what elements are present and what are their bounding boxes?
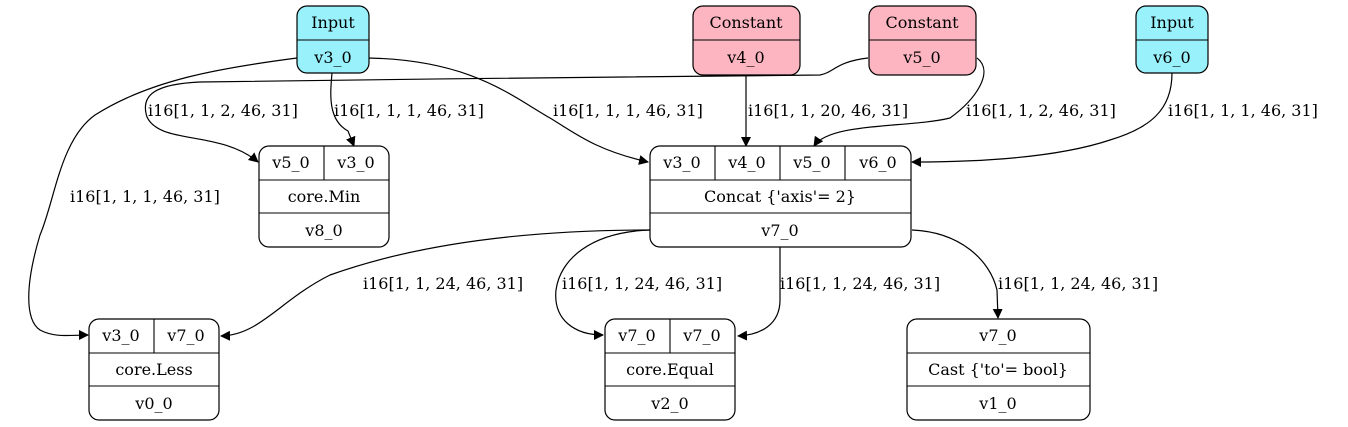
edge-v7-to-equal-b xyxy=(737,247,781,341)
edge-v5-to-concat xyxy=(813,57,985,147)
edge-v7-to-cast xyxy=(911,229,1003,319)
edge-v3-to-concat xyxy=(367,57,649,165)
edge-label-v3-to-min: i16[1, 1, 1, 46, 31] xyxy=(334,101,484,120)
node-kind: Constant xyxy=(709,13,783,32)
edge-label-v3-to-less: i16[1, 1, 1, 46, 31] xyxy=(70,187,220,206)
node-concat[interactable]: v3_0 v4_0 v5_0 v6_0 Concat {'axis'= 2} v… xyxy=(649,145,912,248)
edge-label-v7-to-equal-a: i16[1, 1, 24, 46, 31] xyxy=(562,274,722,293)
node-input-v6[interactable]: Input v6_0 xyxy=(1135,5,1209,74)
node-kind: Input xyxy=(311,13,355,32)
op-label: Cast {'to'= bool} xyxy=(928,360,1068,379)
op-label: core.Min xyxy=(288,187,361,206)
output-label: v8_0 xyxy=(304,221,342,240)
node-kind: Constant xyxy=(885,13,959,32)
node-name: v5_0 xyxy=(902,48,940,67)
edge-v5-to-min xyxy=(144,57,869,163)
input-port-v7-b: v7_0 xyxy=(682,326,720,345)
edge-label-v5-to-min: i16[1, 1, 2, 46, 31] xyxy=(148,101,298,120)
input-port-v3: v3_0 xyxy=(336,153,374,172)
input-port-v6: v6_0 xyxy=(858,153,896,172)
input-port-v4: v4_0 xyxy=(727,153,765,172)
edge-v7-to-equal-a xyxy=(555,229,651,340)
output-label: v0_0 xyxy=(134,394,172,413)
input-port-v5: v5_0 xyxy=(271,153,309,172)
node-name: v6_0 xyxy=(1152,48,1190,67)
input-port-v5: v5_0 xyxy=(792,153,830,172)
node-cast[interactable]: v7_0 Cast {'to'= bool} v1_0 xyxy=(906,318,1091,421)
edge-v6-to-concat xyxy=(911,72,1173,167)
node-input-v3[interactable]: Input v3_0 xyxy=(296,5,370,74)
edge-label-v3-to-concat: i16[1, 1, 1, 46, 31] xyxy=(553,101,703,120)
input-port-v7: v7_0 xyxy=(166,326,204,345)
node-constant-v5[interactable]: Constant v5_0 xyxy=(868,5,977,76)
edge-label-v6-to-concat: i16[1, 1, 1, 46, 31] xyxy=(1168,101,1318,120)
node-equal[interactable]: v7_0 v7_0 core.Equal v2_0 xyxy=(604,318,736,421)
input-port-v3: v3_0 xyxy=(662,153,700,172)
node-kind: Input xyxy=(1150,13,1194,32)
output-label: v2_0 xyxy=(650,394,688,413)
edge-label-v5-to-concat: i16[1, 1, 2, 46, 31] xyxy=(966,101,1116,120)
node-less[interactable]: v3_0 v7_0 core.Less v0_0 xyxy=(88,318,220,421)
input-port-v7-a: v7_0 xyxy=(617,326,655,345)
input-port-v7: v7_0 xyxy=(978,326,1016,345)
edge-label-v7-to-equal-b: i16[1, 1, 24, 46, 31] xyxy=(780,274,940,293)
edge-v3-to-less xyxy=(28,57,298,341)
op-label: core.Equal xyxy=(626,360,714,379)
output-label: v7_0 xyxy=(760,221,798,240)
node-box xyxy=(906,318,1091,421)
node-constant-v4[interactable]: Constant v4_0 xyxy=(692,5,801,76)
edges xyxy=(28,57,1173,341)
edge-label-v7-to-less: i16[1, 1, 24, 46, 31] xyxy=(363,274,523,293)
edge-label-v4-to-concat: i16[1, 1, 20, 46, 31] xyxy=(748,101,908,120)
edge-labels: i16[1, 1, 2, 46, 31] i16[1, 1, 1, 46, 31… xyxy=(70,101,1318,293)
edge-label-v7-to-cast: i16[1, 1, 24, 46, 31] xyxy=(998,274,1158,293)
node-name: v3_0 xyxy=(313,48,351,67)
node-name: v4_0 xyxy=(726,48,764,67)
node-min[interactable]: v5_0 v3_0 core.Min v8_0 xyxy=(258,145,390,248)
edge-v3-to-min xyxy=(330,72,356,147)
edge-v7-to-less xyxy=(220,229,651,341)
op-label: Concat {'axis'= 2} xyxy=(704,187,856,206)
input-port-v3: v3_0 xyxy=(101,326,139,345)
op-label: core.Less xyxy=(115,360,192,379)
output-label: v1_0 xyxy=(978,394,1016,413)
